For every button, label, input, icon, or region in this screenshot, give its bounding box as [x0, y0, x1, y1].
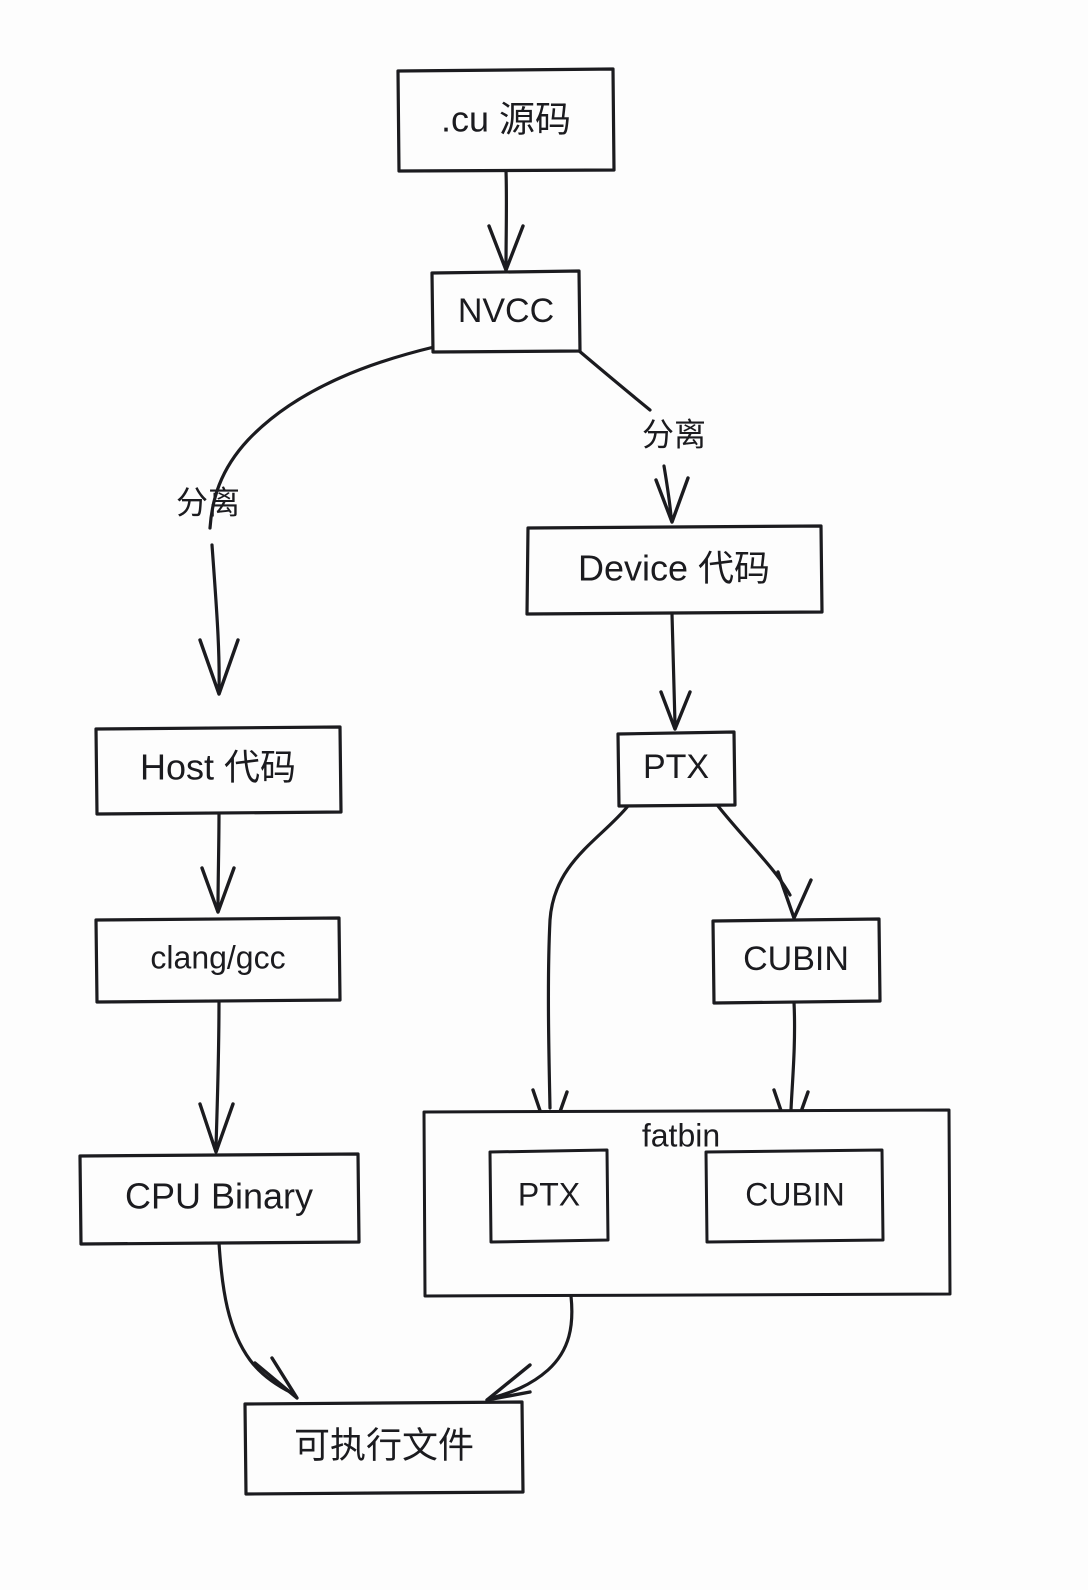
node-fatbin-cubin[interactable]: CUBIN [704, 1148, 885, 1244]
edge-ptx-to-cubin [716, 804, 813, 920]
node-cpu-binary[interactable]: CPU Binary [78, 1152, 361, 1246]
node-label-fatbin-cubin: CUBIN [745, 1176, 845, 1212]
node-label-executable: 可执行文件 [294, 1425, 474, 1466]
node-device-code[interactable]: Device 代码 [525, 524, 824, 616]
node-nvcc[interactable]: NVCC [430, 269, 582, 354]
node-label-cubin: CUBIN [743, 940, 849, 978]
node-label-cpu-binary: CPU Binary [125, 1176, 313, 1217]
node-label-nvcc: NVCC [458, 292, 554, 330]
node-ptx[interactable]: PTX [616, 730, 737, 808]
edge-ptx-to-fatbin-ptx [531, 804, 630, 1142]
edge-cu-source-to-nvcc [487, 169, 525, 272]
node-fatbin-ptx[interactable]: PTX [488, 1148, 610, 1244]
edge-fatbin-to-executable [485, 1294, 574, 1402]
node-label-clang-gcc: clang/gcc [150, 939, 285, 975]
node-executable[interactable]: 可执行文件 [243, 1400, 525, 1496]
edge-label-split-left: 分离 [176, 484, 240, 520]
node-cu-source[interactable]: .cu 源码 [396, 67, 616, 173]
node-clang-gcc[interactable]: clang/gcc [94, 916, 342, 1004]
node-label-cu-source: .cu 源码 [441, 99, 571, 140]
node-label-device-code: Device 代码 [578, 548, 770, 589]
edge-nvcc-to-device-code [576, 348, 690, 524]
node-cubin[interactable]: CUBIN [711, 917, 882, 1005]
edge-device-code-to-ptx [659, 612, 692, 731]
edge-cpu-binary-to-executable [217, 1241, 299, 1400]
edge-clang-gcc-to-cpu-binary [198, 998, 235, 1154]
node-label-ptx: PTX [643, 748, 709, 786]
node-label-fatbin: fatbin [642, 1117, 720, 1153]
node-label-host-code: Host 代码 [140, 747, 296, 788]
node-host-code[interactable]: Host 代码 [94, 725, 343, 816]
edge-nvcc-to-host-code [198, 345, 436, 696]
node-label-fatbin-ptx: PTX [518, 1176, 580, 1212]
edge-host-code-to-clang-gcc [200, 811, 236, 914]
edge-label-split-right: 分离 [642, 416, 706, 452]
